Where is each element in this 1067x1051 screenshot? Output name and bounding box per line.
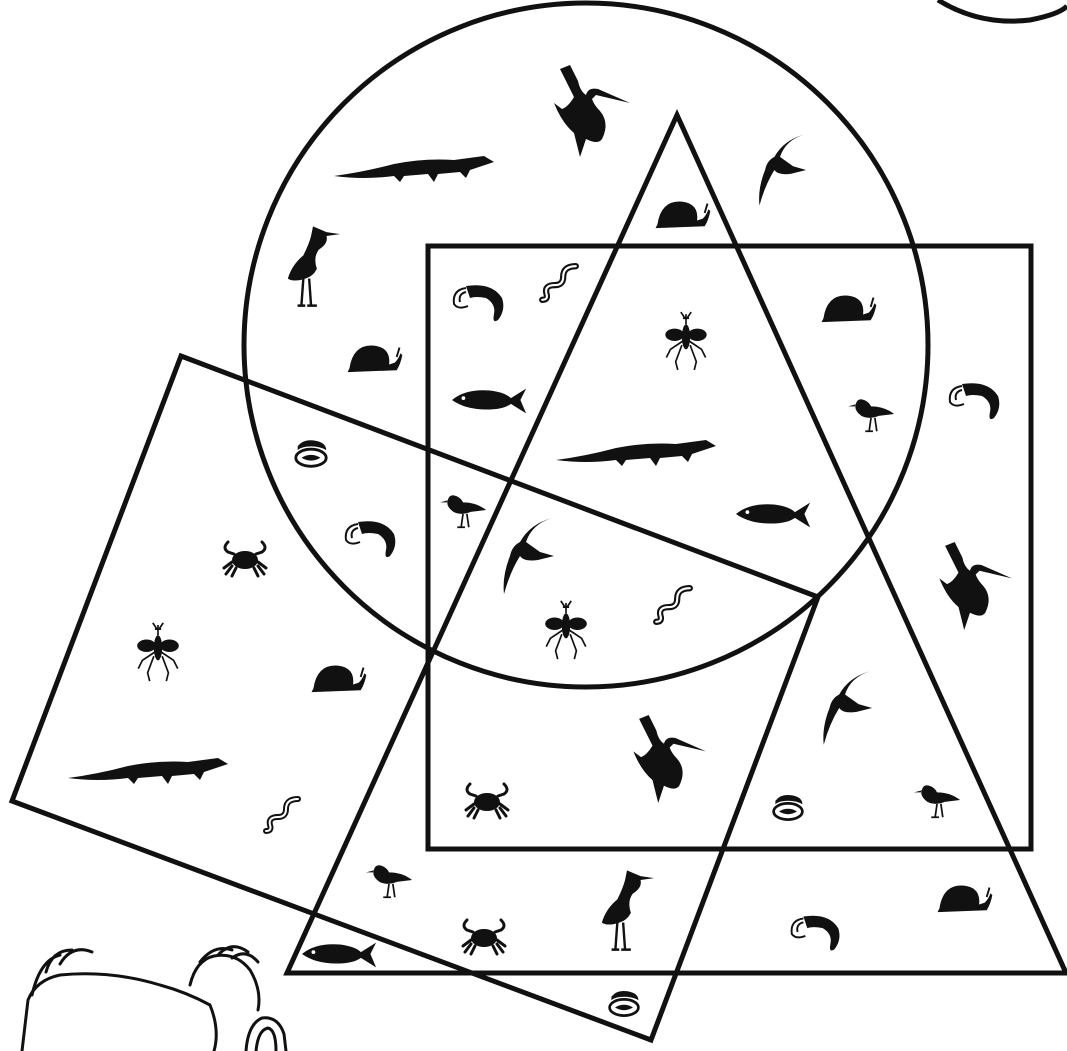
worm-icon	[542, 266, 576, 300]
crab-icon	[224, 542, 266, 576]
fish-icon	[302, 943, 376, 968]
rotated-rectangle-habitat-outline	[12, 356, 818, 1040]
mosquito-icon	[665, 312, 706, 370]
mussel-icon	[610, 991, 639, 1016]
tern-icon	[823, 671, 872, 744]
shrimp-icon	[950, 383, 1000, 419]
heron-icon	[602, 870, 654, 949]
snail-icon	[938, 886, 993, 913]
mussel-icon	[296, 440, 326, 466]
snail-icon	[348, 346, 403, 373]
pelican-icon	[939, 542, 1012, 630]
worm-icon	[656, 588, 690, 622]
alligator-icon	[556, 440, 716, 466]
fish-icon	[736, 503, 810, 528]
worm-icon	[266, 799, 298, 831]
pelican-icon	[633, 715, 706, 803]
sandpiper-icon	[440, 495, 486, 527]
shrimp-icon	[792, 916, 840, 951]
tern-icon	[759, 135, 806, 206]
crab-icon	[463, 920, 505, 954]
cartoon-hands-drawing	[22, 947, 286, 1051]
sandpiper-icon	[848, 399, 894, 431]
mosquito-icon	[137, 623, 179, 681]
sandpiper-icon	[914, 785, 960, 817]
alligator-icon	[334, 156, 494, 182]
pelican-icon	[554, 65, 630, 157]
snail-icon	[656, 202, 711, 229]
fish-icon	[452, 389, 526, 414]
mosquito-icon	[545, 601, 587, 659]
mussel-icon	[774, 795, 803, 820]
shrimp-icon	[454, 285, 504, 321]
snail-icon	[312, 666, 367, 693]
heron-icon	[288, 226, 340, 305]
shrimp-icon	[346, 521, 396, 557]
alligator-icon	[68, 758, 228, 784]
crab-icon	[466, 784, 508, 818]
sandpiper-icon	[366, 865, 412, 897]
snail-icon	[822, 296, 877, 323]
corner-arc-outline	[938, 0, 1067, 21]
tern-icon	[504, 518, 554, 594]
